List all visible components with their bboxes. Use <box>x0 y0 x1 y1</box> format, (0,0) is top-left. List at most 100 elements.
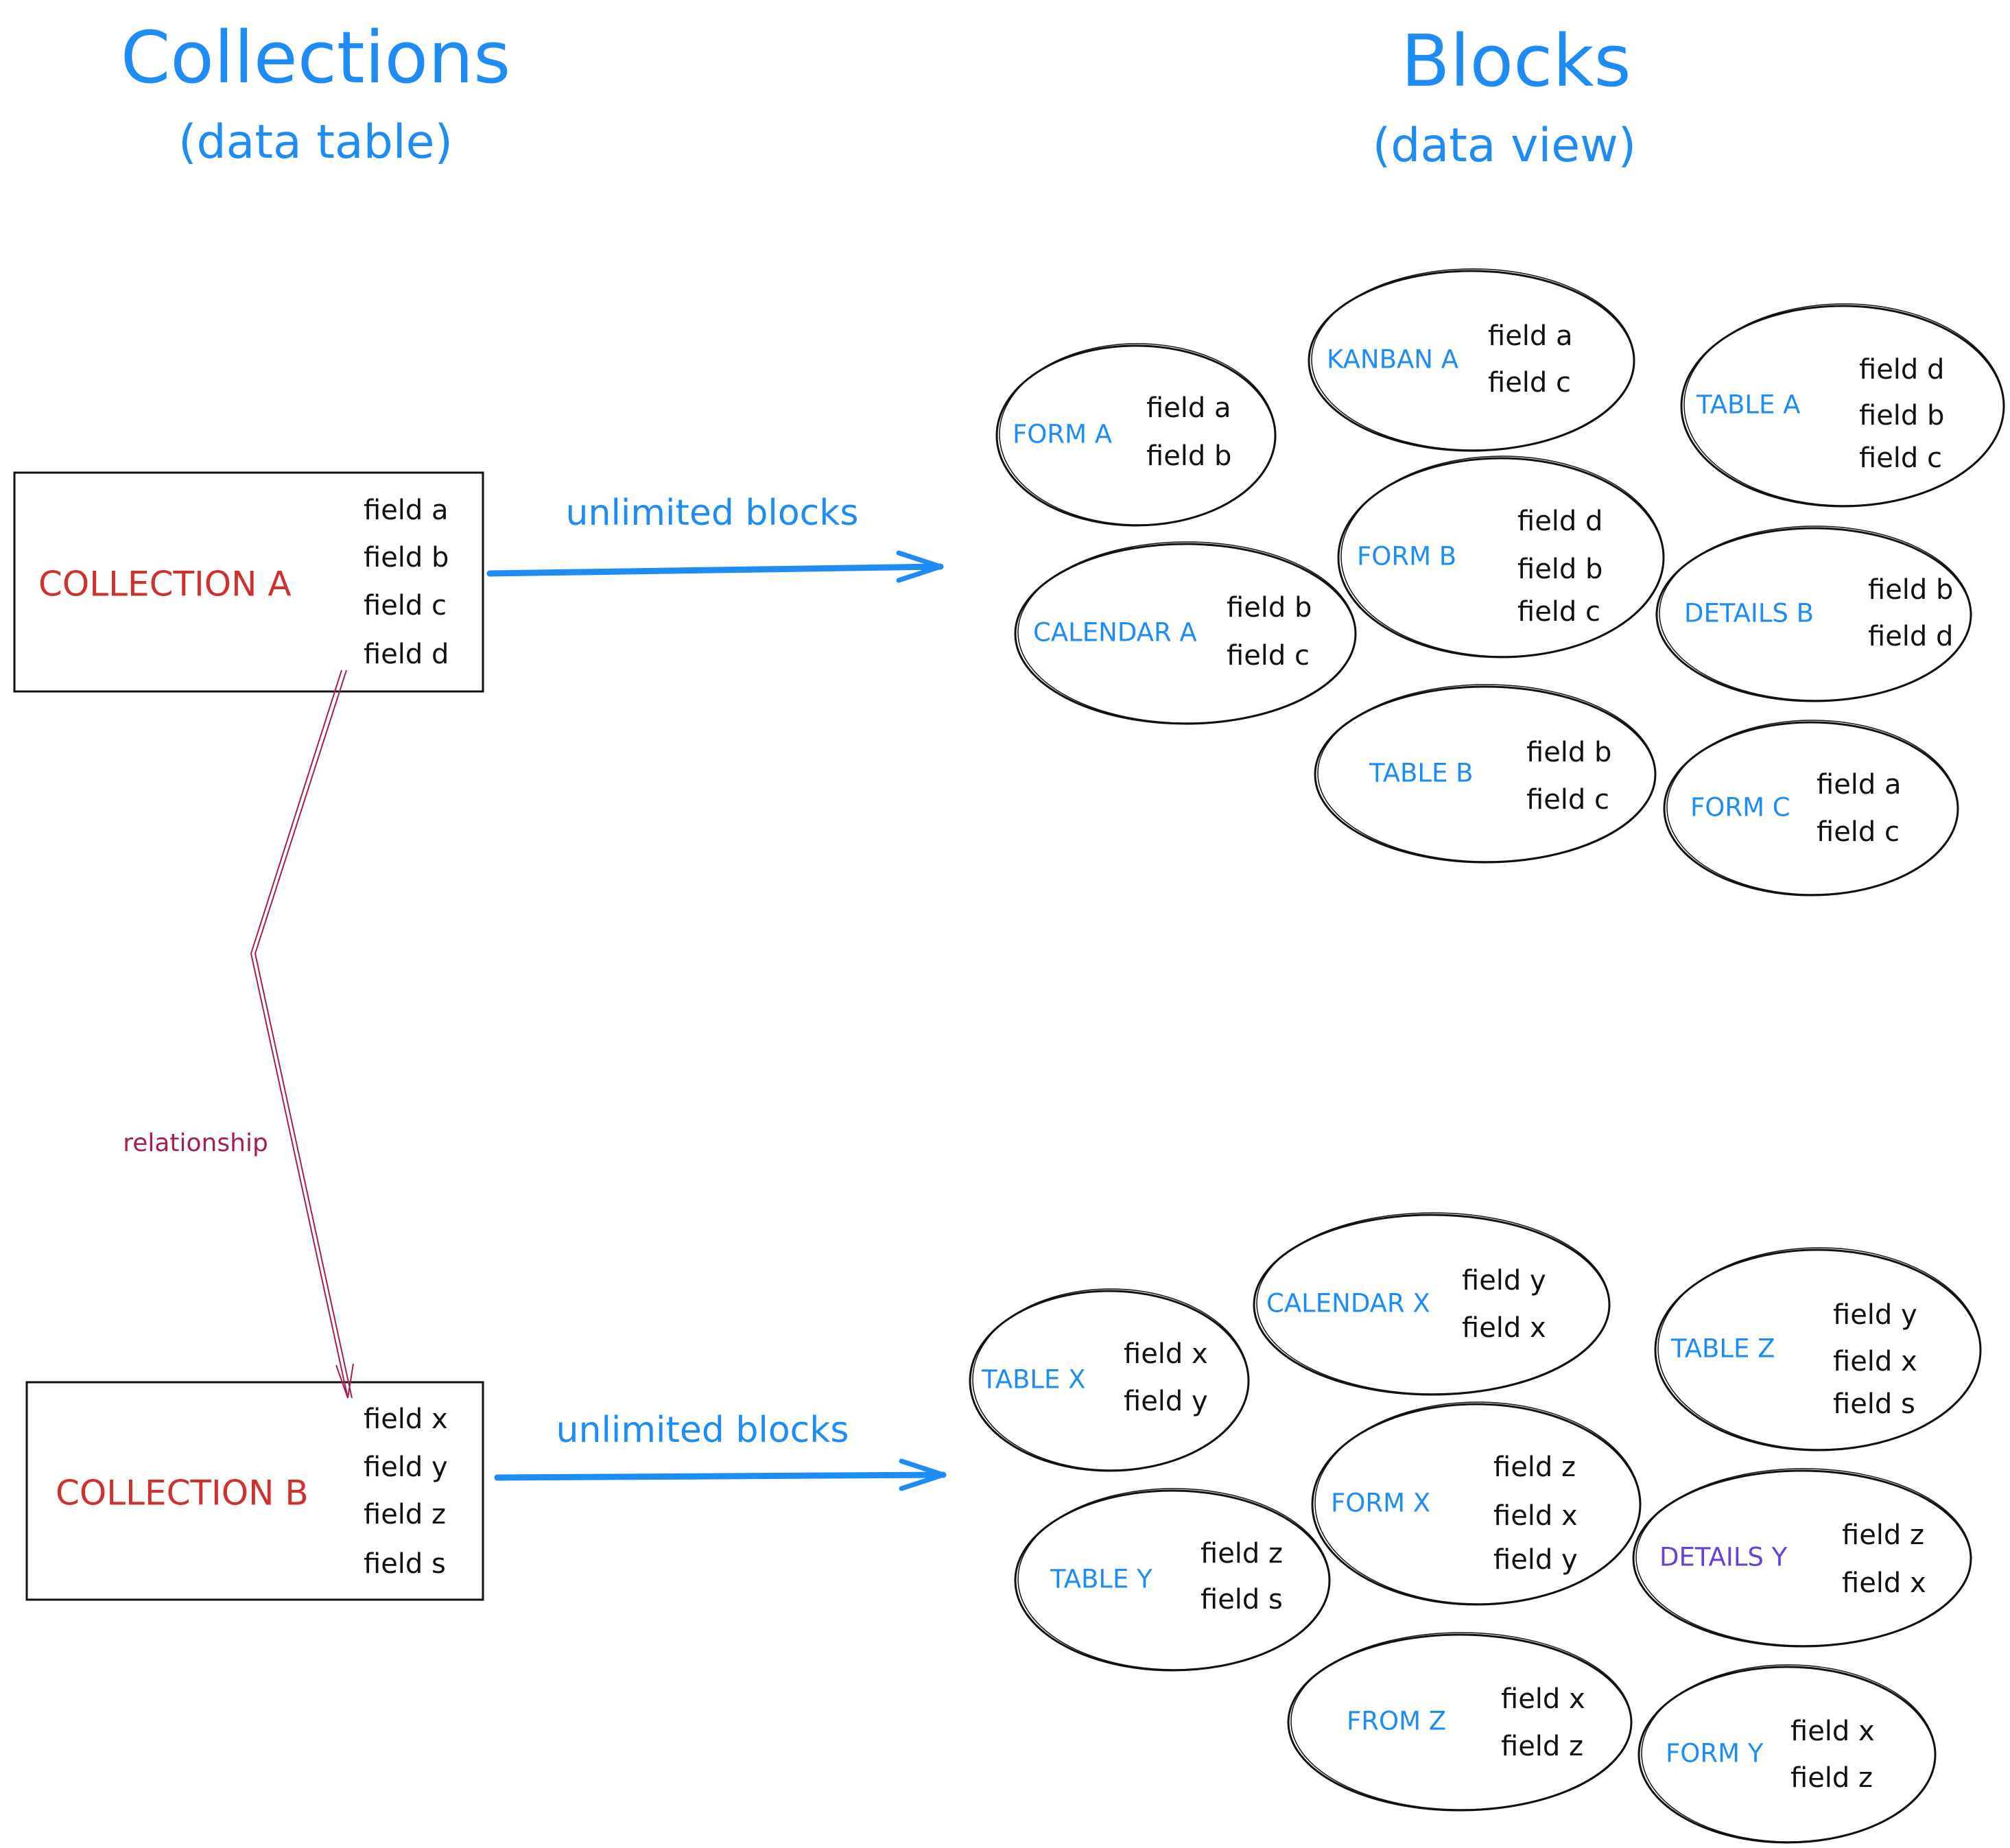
block-field: field x <box>1493 1500 1578 1532</box>
arrowhead-icon <box>335 1363 354 1399</box>
block-field: field d <box>1517 506 1603 537</box>
block-field: field x <box>1790 1716 1875 1747</box>
block-ellipse-stroke <box>1017 1488 1330 1670</box>
block-form-a[interactable]: FORM A field a field b <box>995 343 1277 527</box>
block-calendar-a[interactable]: CALENDAR A field b field c <box>1014 541 1357 725</box>
block-ellipse-stroke <box>972 1288 1249 1471</box>
block-label: CALENDAR X <box>1266 1289 1430 1318</box>
block-field: field y <box>1124 1386 1208 1417</box>
block-label: FORM Y <box>1666 1739 1764 1768</box>
block-field: field x <box>1462 1312 1546 1344</box>
block-label: TABLE Z <box>1670 1334 1775 1364</box>
block-ellipse-stroke <box>999 343 1276 525</box>
collection-field: field z <box>364 1499 446 1530</box>
block-table-a[interactable]: TABLE A field d field b field c <box>1680 303 2005 508</box>
block-ellipse-stroke <box>1290 1632 1632 1810</box>
block-field: field c <box>1526 784 1609 816</box>
block-field: field d <box>1868 621 1953 652</box>
collection-field: field c <box>364 590 447 621</box>
collection-field: field a <box>364 495 449 526</box>
block-ellipse-stroke <box>1683 303 2005 506</box>
block-field: field c <box>1227 640 1310 672</box>
block-field: field b <box>1868 574 1953 606</box>
block-calendar-x[interactable]: CALENDAR X field y field x <box>1253 1212 1611 1396</box>
block-table-y[interactable]: TABLE Y field z field s <box>1014 1488 1331 1672</box>
block-label: FORM C <box>1690 793 1790 822</box>
block-ellipse-stroke <box>1666 720 1959 895</box>
collection-field: field b <box>364 542 449 573</box>
block-field: field a <box>1817 769 1902 801</box>
block-label: CALENDAR A <box>1033 618 1197 648</box>
arrow-label: unlimited blocks <box>556 1410 849 1451</box>
block-ellipse-stroke <box>1641 1664 1936 1843</box>
blocks-subtitle: (data view) <box>1373 119 1636 173</box>
block-label: TABLE Y <box>1050 1565 1152 1594</box>
block-field: field y <box>1462 1265 1546 1296</box>
block-field: field s <box>1833 1388 1915 1420</box>
collection-field: field x <box>364 1403 448 1435</box>
collection-b[interactable]: COLLECTION B field x field y field z fie… <box>25 1381 484 1601</box>
arrowhead-icon <box>896 550 943 583</box>
collection-field: field d <box>364 639 449 670</box>
collection-field: field s <box>364 1548 446 1580</box>
collection-a[interactable]: COLLECTION A field a field b field c fie… <box>13 471 484 693</box>
block-ellipse-stroke <box>1017 541 1356 724</box>
block-label: DETAILS Y <box>1659 1543 1788 1572</box>
block-ellipse-stroke <box>1340 455 1664 657</box>
block-ellipse-stroke <box>1635 1468 1972 1646</box>
block-field: field z <box>1201 1538 1283 1569</box>
block-field: field b <box>1146 440 1231 472</box>
block-field: field c <box>1859 442 1942 474</box>
block-details-b[interactable]: DETAILS B field b field d <box>1655 525 1972 702</box>
block-field: field a <box>1146 392 1231 424</box>
block-field: field b <box>1859 400 1944 431</box>
block-ellipse-stroke <box>1314 1401 1641 1604</box>
relationship-label: relationship <box>123 1129 268 1157</box>
collections-title: Collections <box>121 16 511 99</box>
block-label: TABLE A <box>1696 390 1801 420</box>
collections-subtitle: (data table) <box>178 115 453 169</box>
block-label: DETAILS B <box>1684 599 1814 628</box>
block-label: FROM Z <box>1347 1707 1446 1736</box>
block-ellipse-stroke <box>1659 525 1972 701</box>
block-label: TABLE X <box>981 1365 1086 1395</box>
arrowhead-icon <box>899 1458 946 1491</box>
collection-b-box <box>25 1381 484 1601</box>
block-ellipse-stroke <box>1256 1212 1610 1395</box>
block-field: field z <box>1493 1452 1576 1483</box>
block-label: FORM B <box>1357 542 1456 571</box>
block-form-b[interactable]: FORM B field d field b field c <box>1337 455 1665 659</box>
arrow-label: unlimited blocks <box>566 493 859 534</box>
block-field: field b <box>1517 554 1603 585</box>
block-label: FORM X <box>1331 1489 1430 1518</box>
block-form-c[interactable]: FORM C field a field c <box>1663 720 1959 897</box>
arrow-a-to-blocks: unlimited blocks <box>486 493 944 583</box>
collection-a-box <box>13 471 484 693</box>
block-form-x[interactable]: FORM X field z field x field y <box>1311 1401 1642 1606</box>
block-label: KANBAN A <box>1327 345 1458 375</box>
block-field: field y <box>1493 1544 1578 1576</box>
block-ellipse-stroke <box>1311 268 1635 451</box>
block-table-z[interactable]: TABLE Z field y field x field s <box>1654 1247 1982 1452</box>
block-ellipse-stroke <box>1317 684 1656 862</box>
block-field: field z <box>1842 1519 1924 1551</box>
collection-field: field y <box>364 1452 448 1483</box>
block-field: field z <box>1501 1731 1583 1762</box>
block-field: field c <box>1817 816 1900 848</box>
block-field: field c <box>1517 596 1600 628</box>
block-field: field y <box>1833 1299 1917 1331</box>
block-field: field d <box>1859 354 1944 386</box>
block-field: field s <box>1201 1584 1283 1615</box>
block-field: field x <box>1833 1346 1917 1377</box>
block-label: FORM A <box>1013 420 1112 449</box>
block-field: field b <box>1227 592 1312 624</box>
collection-a-label: COLLECTION A <box>38 565 292 604</box>
